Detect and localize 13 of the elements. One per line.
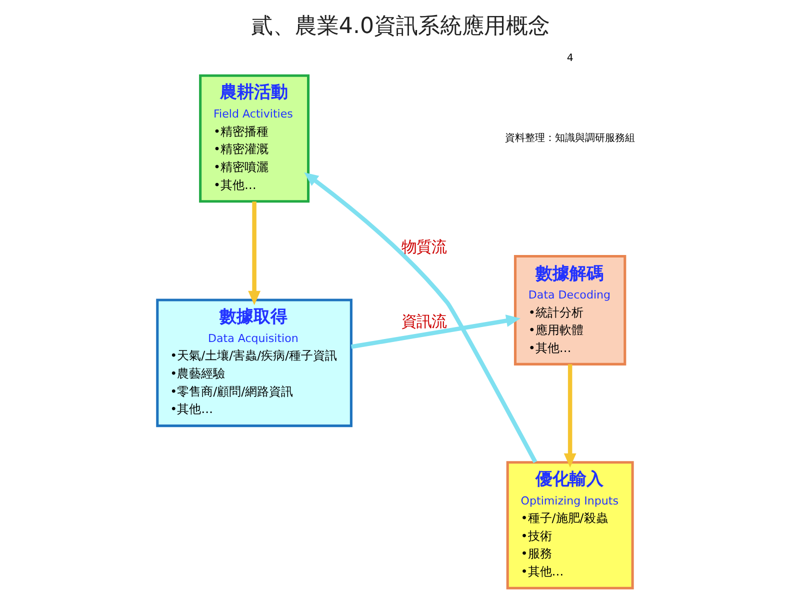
- diagram-title: 貳、農業4.0資訊系統應用概念: [250, 12, 550, 39]
- label: 4: [566, 53, 573, 64]
- arrow: [563, 364, 576, 468]
- arrow: [304, 172, 537, 464]
- node-box: 農耕活動 Field Activities •精密播種 •精密灌溉 •精密噴灑 •其他…: [198, 74, 310, 203]
- arrow: [248, 202, 260, 306]
- node-box: 數據解碼 Data Decoding •統計分析 •應用軟體 •其他…: [513, 254, 626, 366]
- arrow: [350, 314, 520, 349]
- edge-label: 物質流: [400, 238, 446, 256]
- edge-label: 資訊流: [400, 312, 446, 331]
- node-box: 數據取得 Data Acquisition •天氣/土壤/害蟲/疾病/種子資訊 •農藝經驗 •零售商/顧問/網路資訊 •其他…: [156, 298, 352, 428]
- label: 資料整理：知識與調研服務組: [504, 133, 635, 144]
- node-box: 優化輸入 Optimizing Inputs •種子/施肥/殺蟲 •技術 •服務 •其他…: [506, 461, 634, 590]
